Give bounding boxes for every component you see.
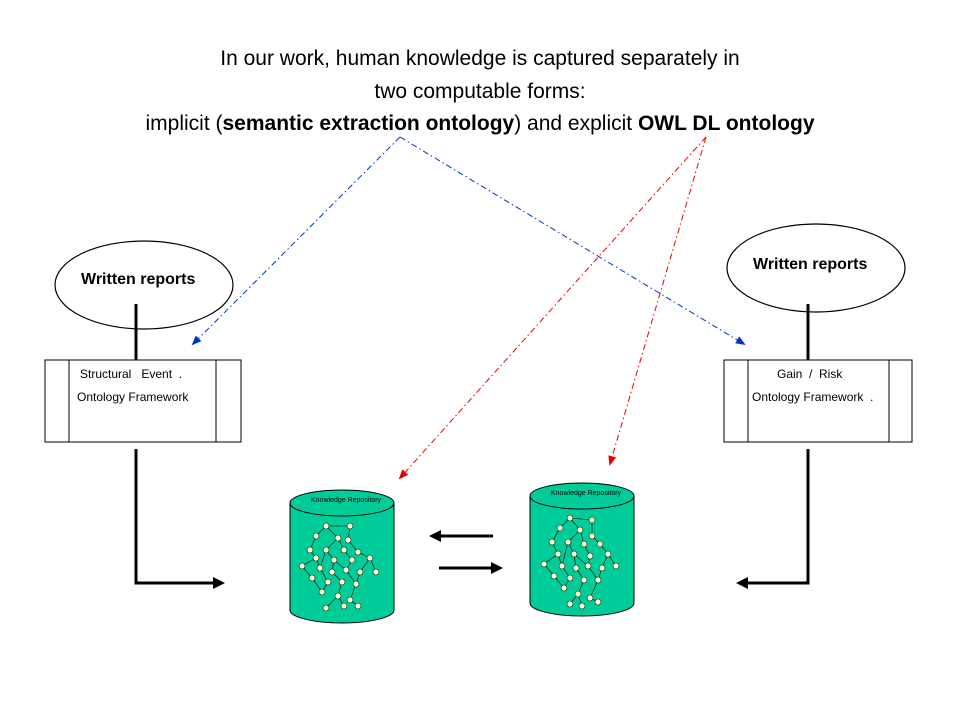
graph-node	[348, 556, 356, 564]
graph-node	[334, 534, 342, 542]
graph-node	[604, 550, 612, 558]
graph-node	[346, 522, 354, 530]
graph-node	[566, 514, 574, 522]
owl-dl-ontology-text: OWL DL ontology	[637, 112, 815, 135]
graph-node	[334, 592, 342, 600]
graph-node	[366, 554, 374, 562]
graph-node	[322, 546, 330, 554]
graph-node	[344, 536, 352, 544]
right-framework-line-2: Ontology Framework .	[752, 390, 874, 404]
blue-arrow-to-right-box	[399, 136, 746, 346]
title-line-3-prefix: implicit (	[145, 112, 223, 135]
graph-node	[346, 596, 354, 604]
graph-node	[580, 540, 588, 548]
graph-node	[558, 562, 566, 570]
graph-node	[566, 600, 574, 608]
left-cylinder-top	[289, 489, 395, 517]
title-line-2: two computable forms:	[374, 80, 586, 103]
right-framework-box	[723, 359, 913, 443]
graph-node	[572, 564, 580, 572]
graph-edge	[561, 541, 569, 567]
graph-node	[594, 598, 602, 606]
left-knowledge-graph	[298, 522, 380, 612]
graph-node	[324, 578, 332, 586]
graph-node	[594, 576, 602, 584]
graph-node	[586, 594, 594, 602]
semantic-extraction-ontology-text: semantic extraction ontology	[222, 112, 515, 135]
blue-arrow-to-left-box	[191, 136, 401, 346]
left-framework-box	[44, 359, 242, 443]
graph-node	[556, 524, 564, 532]
graph-node	[596, 540, 604, 548]
graph-node	[354, 548, 362, 556]
graph-node	[340, 546, 348, 554]
graph-node	[584, 562, 592, 570]
graph-node	[576, 526, 584, 534]
right-cylinder-body	[529, 495, 635, 617]
graph-node	[298, 562, 306, 570]
graph-node	[612, 562, 620, 570]
graph-node	[580, 576, 588, 584]
graph-node	[586, 552, 594, 560]
right-reports-ellipse	[726, 223, 906, 313]
graph-node	[342, 566, 350, 574]
left-framework-line-1: Structural Event .	[80, 367, 183, 381]
graph-node	[554, 550, 562, 558]
right-framework-line-1: Gain / Risk	[777, 367, 843, 381]
right-repository-label: Knowledge Repository	[551, 490, 622, 497]
graph-node	[318, 588, 326, 596]
graph-node	[566, 574, 574, 582]
left-written-reports-label: Written reports	[81, 271, 196, 288]
graph-node	[578, 602, 586, 610]
graph-node	[330, 556, 338, 564]
graph-node	[598, 564, 606, 572]
title-line-3: implicit (semantic extraction ontology) …	[0, 112, 960, 136]
red-arrow-to-right-repository	[608, 136, 707, 466]
graph-node	[352, 580, 360, 588]
graph-node	[588, 532, 596, 540]
graph-node	[356, 568, 364, 576]
graph-node	[338, 578, 346, 586]
graph-node	[570, 550, 578, 558]
graph-node	[312, 554, 320, 562]
left-framework-line-2: Ontology Framework	[77, 390, 189, 404]
left-reports-ellipse	[54, 240, 234, 330]
graph-node	[574, 590, 582, 598]
graph-node	[328, 568, 336, 576]
graph-node	[372, 568, 380, 576]
right-knowledge-graph	[540, 514, 620, 610]
graph-node	[316, 564, 324, 572]
graph-node	[312, 532, 320, 540]
graph-node	[354, 602, 362, 610]
graph-node	[540, 560, 548, 568]
graph-node	[306, 546, 314, 554]
graph-node	[322, 604, 330, 612]
graph-node	[548, 538, 556, 546]
right-feed-arrow	[736, 449, 810, 589]
graph-node	[340, 602, 348, 610]
graph-node	[564, 538, 572, 546]
graph-node	[550, 572, 558, 580]
graph-node	[560, 584, 568, 592]
title-line-1: In our work, human knowledge is captured…	[220, 47, 740, 70]
right-knowledge-repository	[529, 482, 635, 617]
red-arrow-to-left-repository	[398, 136, 707, 480]
right-written-reports-label: Written reports	[753, 256, 868, 273]
graph-node	[308, 574, 316, 582]
graph-node	[322, 522, 330, 530]
left-feed-arrow	[134, 449, 225, 589]
title-line-3-middle: ) and explicit	[514, 112, 638, 135]
graph-edge	[569, 517, 593, 521]
left-repository-label: Knowledge Repository	[311, 497, 382, 504]
left-knowledge-repository	[289, 489, 395, 624]
graph-node	[588, 516, 596, 524]
right-cylinder-top	[529, 482, 635, 510]
